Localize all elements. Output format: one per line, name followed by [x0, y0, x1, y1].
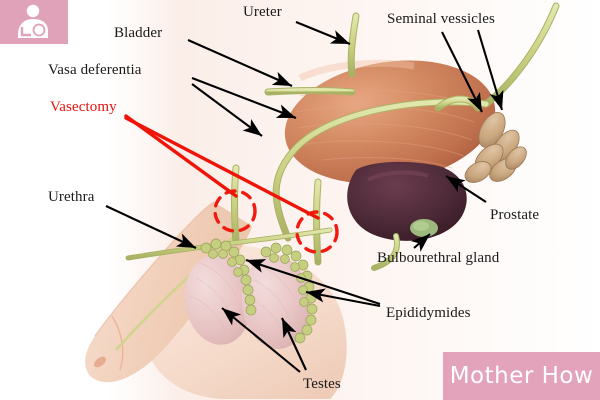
vasectomy-site-marker	[213, 189, 339, 254]
leader-bulbourethral	[411, 233, 431, 252]
label-testes: Testes	[303, 376, 341, 392]
leader-epididymides-1	[305, 288, 381, 308]
leader-bladder	[187, 39, 293, 87]
label-urethra: Urethra	[48, 189, 95, 205]
watermark-text: Mother How	[449, 363, 594, 389]
label-vasa-deferentia: Vasa deferentia	[48, 62, 142, 78]
leader-urethra	[105, 205, 197, 249]
leader-seminal-2	[476, 29, 504, 111]
seminal-vessicles	[464, 112, 527, 183]
leader-ureter	[295, 21, 351, 45]
label-epididymides: Epididymides	[386, 305, 471, 321]
leader-testes-2	[221, 307, 301, 373]
leader-vasectomy	[124, 114, 320, 220]
brand-watermark[interactable]: Mother How	[443, 352, 600, 400]
label-prostate: Prostate	[490, 207, 540, 223]
label-vasectomy: Vasectomy	[50, 99, 117, 115]
label-seminal-vessicles: Seminal vessicles	[387, 11, 495, 27]
label-bulbourethral-gland: Bulbourethral gland	[377, 250, 500, 266]
brand-logo-badge[interactable]	[0, 0, 68, 44]
label-bladder: Bladder	[114, 25, 163, 41]
leader-testes-1	[281, 317, 307, 371]
bulbourethral-gland	[410, 219, 438, 237]
leader-vasa-2	[191, 83, 263, 137]
leader-epididymides-2	[245, 259, 381, 305]
label-ureter: Ureter	[243, 4, 282, 20]
prostate	[347, 161, 467, 241]
leader-vasa-1	[191, 77, 297, 119]
leader-prostate	[445, 175, 487, 203]
mother-and-baby-icon	[18, 4, 48, 38]
leader-seminal-1	[441, 31, 483, 113]
